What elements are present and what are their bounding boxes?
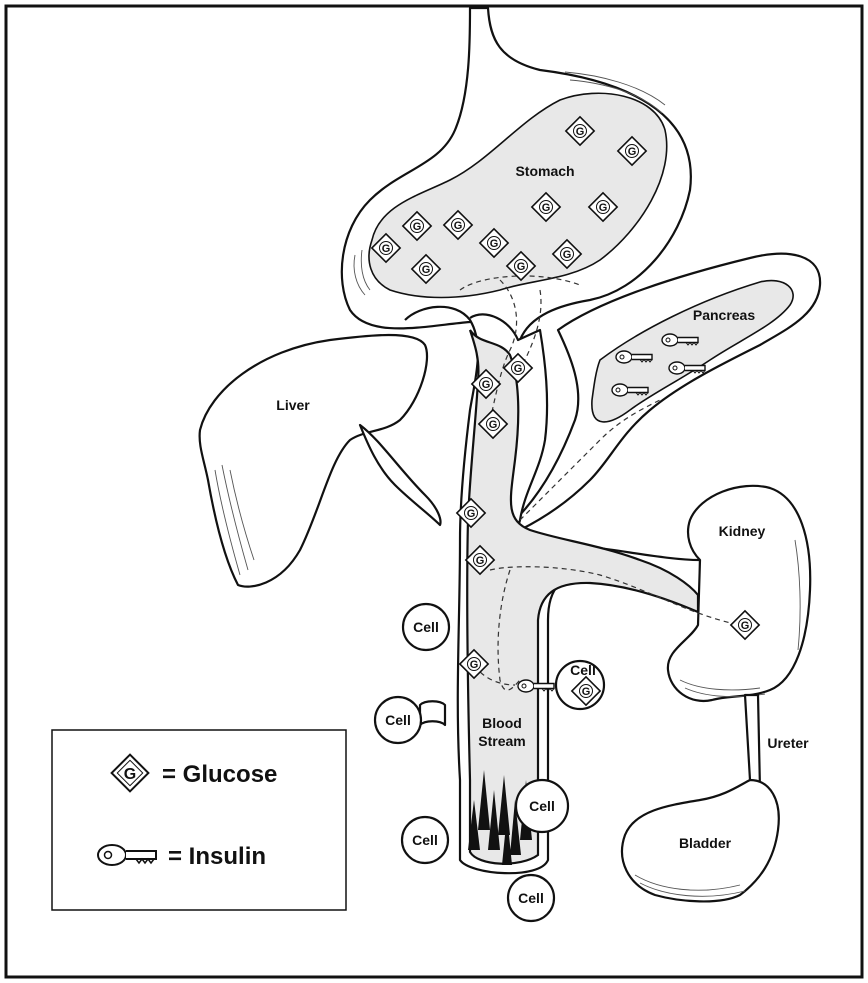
cell-label: Cell — [570, 662, 596, 678]
glucose-letter: G — [514, 363, 523, 375]
kidney-label: Kidney — [719, 523, 766, 539]
glucose-letter: G — [628, 146, 637, 158]
glucose-letter: G — [741, 620, 750, 632]
cell-connector-1 — [420, 701, 445, 725]
glucose-letter: G — [476, 555, 485, 567]
cell-label: Cell — [385, 712, 411, 728]
ureter — [745, 695, 760, 792]
cell-3: Cell — [402, 817, 448, 863]
pancreas-label: Pancreas — [693, 307, 755, 323]
glucose-letter: G — [467, 508, 476, 520]
cell-4: Cell — [516, 780, 568, 832]
glucose-letter: G — [563, 249, 572, 261]
liver-vessel — [360, 425, 440, 525]
blood-stream-label-line2: Stream — [478, 733, 525, 749]
glucose-letter: G — [482, 379, 491, 391]
glucose-letter: G — [454, 220, 463, 232]
legend-glucose-label: = Glucose — [162, 761, 277, 788]
glucose-letter: G — [489, 419, 498, 431]
cell-label: Cell — [413, 619, 439, 635]
cell-label: Cell — [412, 832, 438, 848]
glucose-letter: G — [490, 238, 499, 250]
cell-5: Cell — [508, 875, 554, 921]
bladder-label: Bladder — [679, 835, 732, 851]
cell-2: Cell — [375, 697, 421, 743]
glucose-letter: G — [382, 243, 391, 255]
blood-stream-label-line1: Blood — [482, 715, 522, 731]
glucose-letter: G — [422, 264, 431, 276]
legend-insulin-label: = Insulin — [168, 843, 266, 870]
glucose-letter: G — [576, 126, 585, 138]
glucose-letter: G — [413, 221, 422, 233]
legend-box — [52, 730, 346, 910]
ureter-label: Ureter — [767, 735, 809, 751]
cell-1: Cell — [403, 604, 449, 650]
glucose-letter: G — [517, 261, 526, 273]
liver-label: Liver — [276, 397, 310, 413]
legend: G = Glucose = Insulin — [52, 730, 346, 910]
glucose-letter: G — [582, 686, 591, 698]
stomach-label: Stomach — [515, 163, 574, 179]
legend-glucose-letter: G — [124, 766, 136, 783]
cell-label: Cell — [529, 798, 555, 814]
glucose-letter: G — [470, 659, 479, 671]
glucose-letter: G — [542, 202, 551, 214]
glucose-letter: G — [599, 202, 608, 214]
cell-label: Cell — [518, 890, 544, 906]
